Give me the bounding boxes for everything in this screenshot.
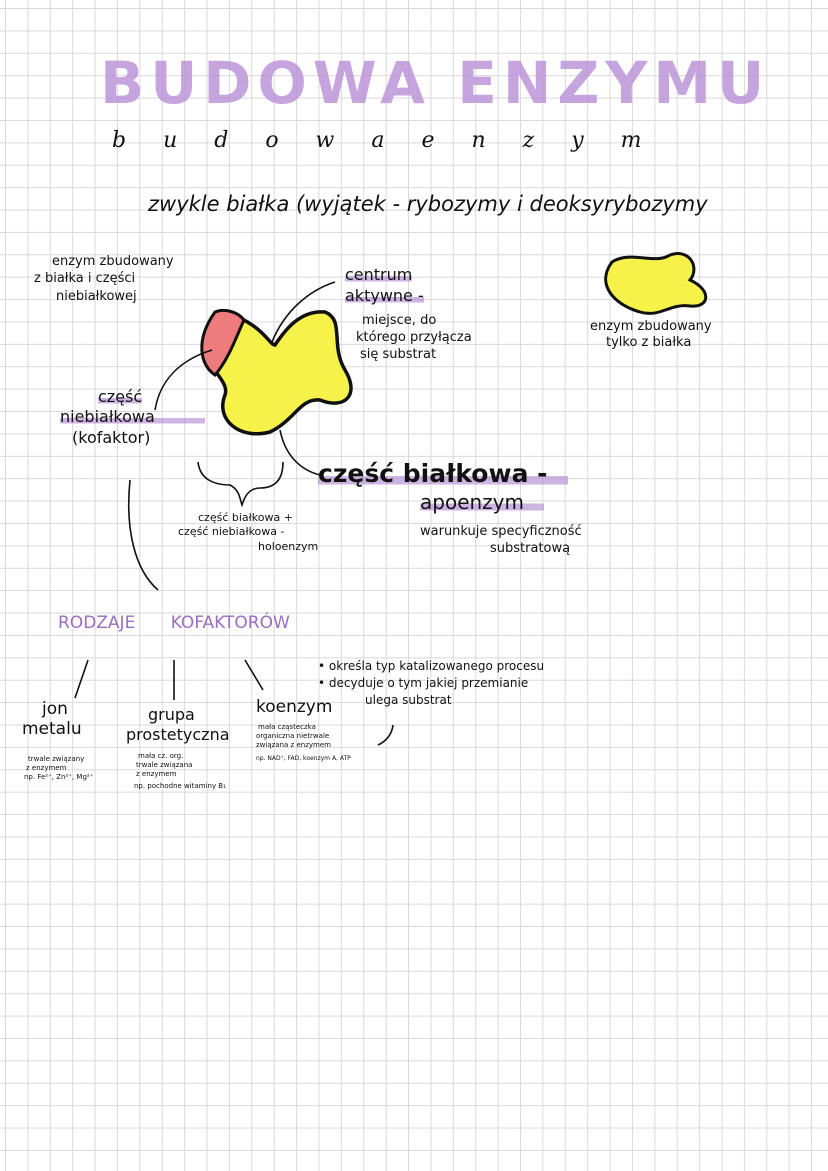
title-handwritten: b u d o w a e n z y m [112, 128, 652, 153]
cofactor-types-heading: RODZAJE KOFAKTORÓW [58, 613, 290, 633]
subtitle: zwykle białka (wyjątek - rybozymy i deok… [148, 192, 708, 216]
enzyme-protein-shape [211, 310, 353, 436]
protein-only-enzyme-shape [604, 252, 708, 315]
title-highlight: BUDOWA ENZYMU [100, 49, 771, 117]
cofactor-shape [200, 308, 246, 377]
